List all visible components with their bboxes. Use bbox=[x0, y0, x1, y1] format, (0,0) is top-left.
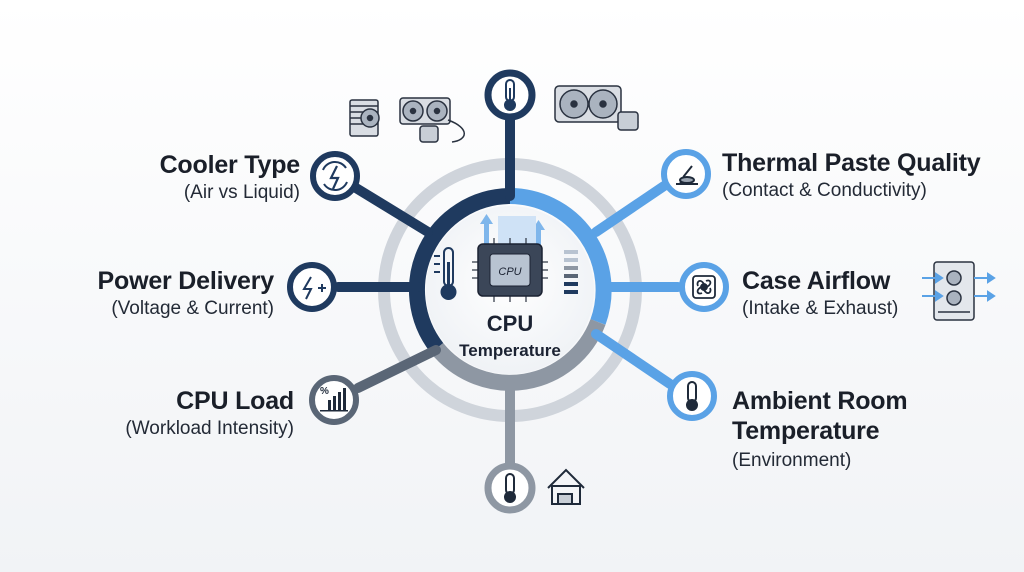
percent-bars-icon: % bbox=[320, 386, 348, 412]
node-power-delivery bbox=[287, 262, 337, 312]
ring-arc-gray bbox=[430, 319, 606, 391]
label-cooler-type: Cooler Type (Air vs Liquid) bbox=[130, 150, 301, 206]
chip-label: CPU bbox=[498, 266, 521, 278]
thermometer-icon bbox=[504, 79, 516, 111]
center-subtitle: Temperature bbox=[459, 341, 561, 360]
case-airflow-subtitle: (Intake & Exhaust) bbox=[742, 298, 899, 319]
level-bars-icon bbox=[564, 250, 578, 294]
ambient-subtitle: (Environment) bbox=[732, 450, 852, 471]
power-delivery-subtitle: (Voltage & Current) bbox=[111, 298, 274, 319]
case-airflow-title: Case Airflow bbox=[742, 267, 891, 295]
node-thermal-paste bbox=[661, 149, 711, 199]
cpu-load-title: CPU Load bbox=[176, 387, 294, 415]
paste-spreader-icon bbox=[676, 165, 698, 185]
liquid-cooler-icon bbox=[554, 85, 639, 131]
center-thermometer-icon bbox=[434, 247, 457, 300]
cpu-chip-icon bbox=[472, 238, 548, 302]
aio-cooler-icon bbox=[399, 97, 465, 143]
ambient-title-line2: Temperature bbox=[732, 417, 880, 445]
thermometer-icon bbox=[504, 473, 516, 503]
cooler-type-title: Cooler Type bbox=[159, 151, 301, 179]
lightning-plus-icon bbox=[302, 276, 326, 300]
node-bottom-thermometer bbox=[484, 462, 536, 514]
pc-case-icon bbox=[933, 261, 975, 321]
connector-cooler-type bbox=[351, 183, 433, 237]
fan-icon bbox=[692, 275, 716, 299]
heat-arrows-icon bbox=[480, 214, 545, 252]
svg-text:%: % bbox=[320, 386, 329, 397]
thermometer-icon bbox=[686, 381, 698, 411]
thermal-paste-title: Thermal Paste Quality bbox=[722, 149, 981, 177]
thermal-paste-subtitle: (Contact & Conductivity) bbox=[722, 180, 927, 201]
label-case-airflow: Case Airflow (Intake & Exhaust) bbox=[742, 266, 922, 322]
power-delivery-title: Power Delivery bbox=[97, 267, 275, 295]
label-thermal-paste: Thermal Paste Quality (Contact & Conduct… bbox=[722, 148, 1002, 204]
center-title: CPU bbox=[487, 311, 533, 336]
ring-arc-navy bbox=[408, 188, 511, 353]
label-ambient: Ambient Room Temperature (Environment) bbox=[732, 386, 952, 474]
label-cpu-load: CPU Load (Workload Intensity) bbox=[80, 386, 294, 442]
connectors bbox=[333, 115, 683, 475]
ambient-title-line1: Ambient Room bbox=[732, 387, 908, 415]
node-case-airflow bbox=[679, 262, 729, 312]
air-cooler-icon bbox=[349, 99, 380, 137]
connector-thermal-paste bbox=[591, 181, 669, 237]
node-ambient bbox=[667, 371, 717, 421]
house-icon bbox=[547, 468, 585, 505]
lightning-cycle-icon bbox=[322, 161, 348, 191]
cooler-type-subtitle: (Air vs Liquid) bbox=[183, 182, 300, 203]
connector-cpu-load bbox=[353, 345, 441, 393]
node-top-thermometer bbox=[484, 69, 536, 121]
cpu-load-subtitle: (Workload Intensity) bbox=[125, 418, 294, 439]
airflow-arrows-icon bbox=[922, 272, 996, 302]
ring-arc-lightblue bbox=[509, 188, 612, 325]
node-cooler-type bbox=[310, 151, 360, 201]
label-power-delivery: Power Delivery (Voltage & Current) bbox=[60, 266, 275, 322]
connector-ambient bbox=[591, 329, 675, 389]
node-cpu-load: % bbox=[309, 375, 359, 425]
